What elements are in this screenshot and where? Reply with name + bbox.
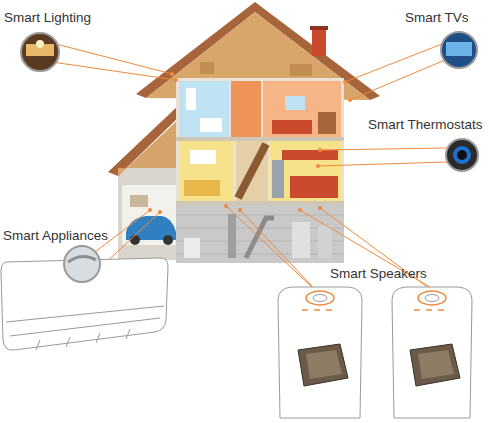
leader-dot [348, 98, 352, 102]
leader-line [300, 210, 435, 290]
house-rooms [263, 81, 341, 137]
basement [176, 205, 344, 263]
speaker [392, 287, 472, 418]
callout-label: Smart TVs [405, 10, 469, 26]
house-rooms [231, 81, 261, 137]
basement [318, 226, 332, 258]
house-rooms [272, 160, 284, 198]
leader-dot [148, 208, 152, 212]
air-conditioner [6, 306, 164, 322]
callout-icon [441, 32, 477, 68]
leader-line [226, 206, 315, 290]
garage [118, 168, 180, 260]
callout-label: Smart Appliances [3, 228, 108, 244]
leader-line [56, 44, 172, 74]
callout-icon [68, 256, 96, 262]
callout-label: Smart Lighting [4, 10, 91, 26]
speaker [298, 344, 348, 386]
house-rooms [186, 88, 196, 110]
speaker [306, 350, 342, 379]
house-roof [290, 64, 312, 76]
speaker [425, 295, 439, 302]
callout-icon [21, 33, 59, 71]
speaker [418, 350, 454, 379]
house-rooms [176, 201, 344, 205]
speaker [414, 309, 444, 311]
leader-line [350, 60, 445, 100]
air-conditioner [36, 329, 130, 350]
basement [292, 222, 310, 258]
leader-dot [298, 208, 302, 212]
garage [108, 104, 184, 176]
callout-icon [453, 146, 471, 164]
house-rooms [272, 120, 312, 134]
callout-icon [446, 139, 478, 171]
house-rooms [176, 78, 344, 262]
callout-icon [36, 40, 44, 48]
leader-dot [174, 78, 178, 82]
house-rooms [200, 118, 222, 132]
garage [108, 104, 184, 260]
house-rooms [318, 112, 336, 134]
callout-icon [457, 150, 467, 160]
house-rooms [238, 144, 266, 198]
leader-dot [343, 80, 347, 84]
leader-line [318, 162, 447, 166]
callout-label: Smart Speakers [330, 266, 427, 282]
speaker [418, 291, 446, 305]
callout-icon [446, 42, 472, 56]
house-rooms [176, 78, 344, 262]
leader-dot [148, 72, 352, 214]
house-roof [312, 28, 326, 56]
air-conditioner [10, 318, 160, 336]
speaker [306, 291, 334, 305]
basement [228, 214, 236, 258]
leader-dot [238, 208, 242, 212]
leader-line [320, 148, 446, 150]
basement [184, 238, 200, 258]
garage [122, 185, 178, 245]
house-rooms [282, 150, 338, 160]
garage [163, 235, 173, 245]
callout-icon [21, 32, 478, 282]
garage [130, 235, 140, 245]
speaker [278, 287, 362, 418]
leader-dot [170, 72, 174, 76]
house-roof [310, 26, 328, 30]
house-rooms [176, 137, 344, 141]
speaker [410, 344, 460, 386]
house-rooms [236, 141, 268, 201]
leader-dot [318, 148, 322, 152]
speaker [278, 287, 472, 418]
leader-line [320, 208, 445, 300]
garage [130, 195, 148, 207]
speaker [313, 295, 327, 302]
house-rooms [190, 150, 216, 164]
speaker [302, 309, 332, 311]
garage [118, 118, 180, 176]
leader-line [345, 44, 442, 82]
leader-line [52, 62, 176, 80]
house-rooms [179, 81, 229, 137]
house-rooms [285, 96, 305, 110]
callout-icon [64, 246, 100, 282]
leader-dot [318, 206, 322, 210]
leader-dot [158, 210, 162, 214]
house-rooms [290, 176, 338, 198]
house-rooms [179, 141, 234, 201]
house-rooms [184, 180, 220, 196]
leader-dot [224, 204, 228, 208]
leader-dot [316, 164, 320, 168]
leader-line [118, 110, 146, 236]
basement [176, 205, 344, 263]
callout-label: Smart Thermostats [368, 117, 483, 133]
house-roof [200, 62, 214, 74]
